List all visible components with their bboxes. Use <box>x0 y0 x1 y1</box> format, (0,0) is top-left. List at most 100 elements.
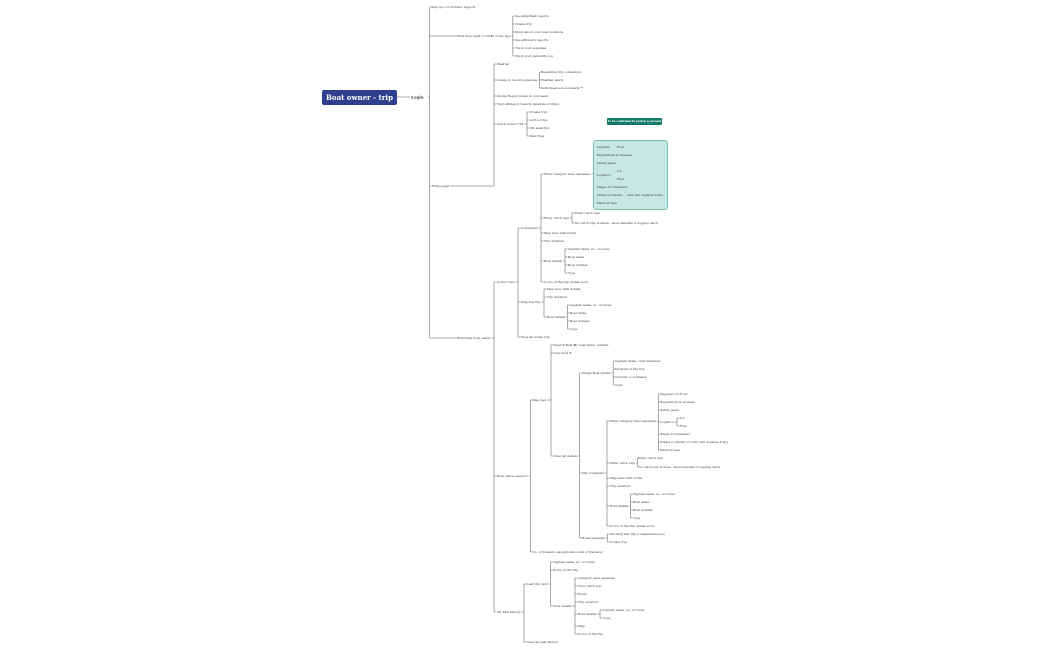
node-n3[interactable]: Performance boost alerts ** <box>541 86 584 90</box>
node-bd1[interactable]: Boat details <box>544 259 563 263</box>
node-c2[interactable]: No catch logs is taken - show benefits o… <box>575 221 659 225</box>
node-qa1[interactable]: Create trip <box>530 110 547 114</box>
node-l3e1[interactable]: Captain name, no. of crews <box>603 608 645 612</box>
node-single[interactable]: Single Boat details <box>582 371 611 375</box>
node-boatsel[interactable]: Boat values selector <box>497 474 528 478</box>
node-tc1[interactable]: Enter catch logs <box>638 456 663 460</box>
node-t3[interactable]: Safety gears <box>660 408 680 412</box>
node-map1[interactable]: Map view with forms <box>544 231 577 235</box>
node-nudge[interactable]: Nudge to record expenses <box>497 78 538 82</box>
node-o2[interactable]: Trip duration <box>547 295 568 299</box>
node-l3f[interactable]: Map <box>578 624 585 628</box>
node-n2[interactable]: Weather alerts <box>541 78 564 82</box>
node-boatsst[interactable]: Boats standing <box>582 536 605 540</box>
node-t4b[interactable]: Fuel <box>680 424 687 428</box>
node-e1a[interactable]: Food <box>617 145 625 149</box>
node-t6a[interactable]: Add own expense if any <box>692 440 729 444</box>
node-l3g[interactable]: Score of the trip <box>578 632 603 636</box>
node-c1[interactable]: Enter catch logs <box>575 211 600 215</box>
node-l3e[interactable]: Boat details <box>578 612 597 616</box>
node-u6[interactable]: Track your gains/trip log <box>515 54 553 58</box>
node-s1[interactable]: Captain name, crew members <box>615 359 661 363</box>
node-s2[interactable]: Duration of the trip <box>615 367 645 371</box>
node-firsttime[interactable]: First time login <box>457 34 481 38</box>
node-bd1c[interactable]: Boat number <box>568 263 588 267</box>
node-l3d[interactable]: Trip duration <box>578 600 599 604</box>
node-weather[interactable]: Weather <box>497 62 510 66</box>
node-s4[interactable]: Type <box>615 383 623 387</box>
node-t1a[interactable]: Food <box>680 392 688 396</box>
node-e3[interactable]: Safety gears <box>597 161 617 165</box>
node-e6[interactable]: Others (Custom) <box>597 193 623 197</box>
node-tmap[interactable]: Map view with forms <box>610 476 643 480</box>
node-qa3[interactable]: My analytics <box>530 126 550 130</box>
node-u1[interactable]: See simplified reports <box>515 14 549 18</box>
node-active[interactable]: Active trips <box>497 280 515 284</box>
node-qa[interactable]: Quick action CTA <box>497 122 524 126</box>
node-t5[interactable]: Wages for members <box>660 432 691 436</box>
node-tenter[interactable]: Enter category level expenses <box>610 419 656 423</box>
node-l2[interactable]: Score of the trip <box>553 568 578 572</box>
node-o3c[interactable]: Boat number <box>570 319 590 323</box>
node-effrep[interactable]: Your efficiency reports (analysis of tri… <box>497 102 559 106</box>
node-e4a[interactable]: Ice <box>617 169 622 173</box>
node-global[interactable]: Global Report (what do you need) <box>497 94 549 98</box>
node-qa2[interactable]: Active trips <box>530 118 548 122</box>
node-e7[interactable]: Harbour fees <box>597 201 618 205</box>
node-tc2[interactable]: No catch logs is done - show benefits of… <box>638 465 721 469</box>
node-s3[interactable]: Current co-ordinates <box>615 375 647 379</box>
node-tscore[interactable]: Score of the trip global score <box>610 524 655 528</box>
node-contact[interactable]: Contact support <box>451 5 476 9</box>
node-o1[interactable]: Map view with details <box>547 287 581 291</box>
node-history[interactable]: My Past history <box>497 610 521 614</box>
node-dur1[interactable]: Trip duration <box>544 239 565 243</box>
node-bs2[interactable]: Create trip <box>610 540 627 544</box>
node-nocount[interactable]: No. of trawlers (exceptional count of tr… <box>532 550 603 554</box>
node-tdur[interactable]: Trip duration <box>610 484 631 488</box>
node-t6[interactable]: Others (Custom) <box>660 440 686 444</box>
node-mapview[interactable]: Map view <box>532 398 547 402</box>
node-o3b[interactable]: Boat name <box>570 311 587 315</box>
root-node[interactable]: Boat owner - trip log <box>322 90 397 117</box>
node-search[interactable]: Search Boat <box>554 343 573 347</box>
node-l3c[interactable]: Route <box>578 592 587 596</box>
node-bs1[interactable]: Showing last trip (completed/score) <box>610 532 665 536</box>
node-e1[interactable]: Supplies <box>597 145 611 149</box>
node-viewall[interactable]: View all active trip <box>521 335 550 339</box>
node-ongoing[interactable]: Ongoing trip <box>521 300 541 304</box>
node-t4a[interactable]: Ice <box>680 416 685 420</box>
node-e2[interactable]: Regulations & licenses <box>597 153 632 157</box>
node-completed[interactable]: Completed <box>521 226 538 230</box>
node-l3a[interactable]: Category level expenses <box>578 576 615 580</box>
node-bd1d[interactable]: Type <box>568 271 576 275</box>
node-enter[interactable]: Enter category level expenses <box>544 172 590 176</box>
node-bd1b[interactable]: Boat name <box>568 255 585 259</box>
node-tbd[interactable]: Boat details <box>610 504 629 508</box>
node-returning[interactable]: Returning boat owner <box>457 336 491 340</box>
node-u4[interactable]: See efficiency reports <box>515 38 549 42</box>
node-tripc[interactable]: Trip Complete <box>582 471 604 475</box>
node-home[interactable]: Home page <box>432 184 450 188</box>
node-viewpast[interactable]: View all past history <box>527 640 559 644</box>
node-n1[interactable]: Regarding trip completion <box>541 70 582 74</box>
node-t1[interactable]: Supplies <box>660 392 674 396</box>
node-live[interactable]: Live boat # <box>554 351 572 355</box>
node-e6a[interactable]: Add own expense if any <box>627 193 664 197</box>
node-tbdc[interactable]: Boat number <box>633 508 653 512</box>
node-u3[interactable]: Know about your boat locations <box>515 30 564 34</box>
node-e4b[interactable]: Fuel <box>617 177 624 181</box>
node-t4[interactable]: Logistics <box>660 420 674 424</box>
login-node[interactable]: Login <box>411 94 424 100</box>
node-l1[interactable]: Captain name, no. of crews <box>553 560 595 564</box>
node-score1[interactable]: Score of the trip global score <box>544 280 589 284</box>
node-tbdb[interactable]: Boat name <box>633 500 650 504</box>
node-l3b[interactable]: View catch logs <box>578 584 602 588</box>
node-o3[interactable]: Boat details <box>547 315 566 319</box>
node-e5[interactable]: Wages for members <box>597 185 628 189</box>
node-u2[interactable]: Create trip <box>515 22 532 26</box>
node-l3[interactable]: View details <box>553 604 572 608</box>
node-catch[interactable]: Enter catch logs <box>544 216 569 220</box>
node-bd1a[interactable]: Captain name, no. of crews <box>568 247 610 251</box>
node-usps[interactable]: USPs of the app <box>486 34 511 38</box>
node-search2[interactable]: By boat name, number <box>574 343 609 347</box>
